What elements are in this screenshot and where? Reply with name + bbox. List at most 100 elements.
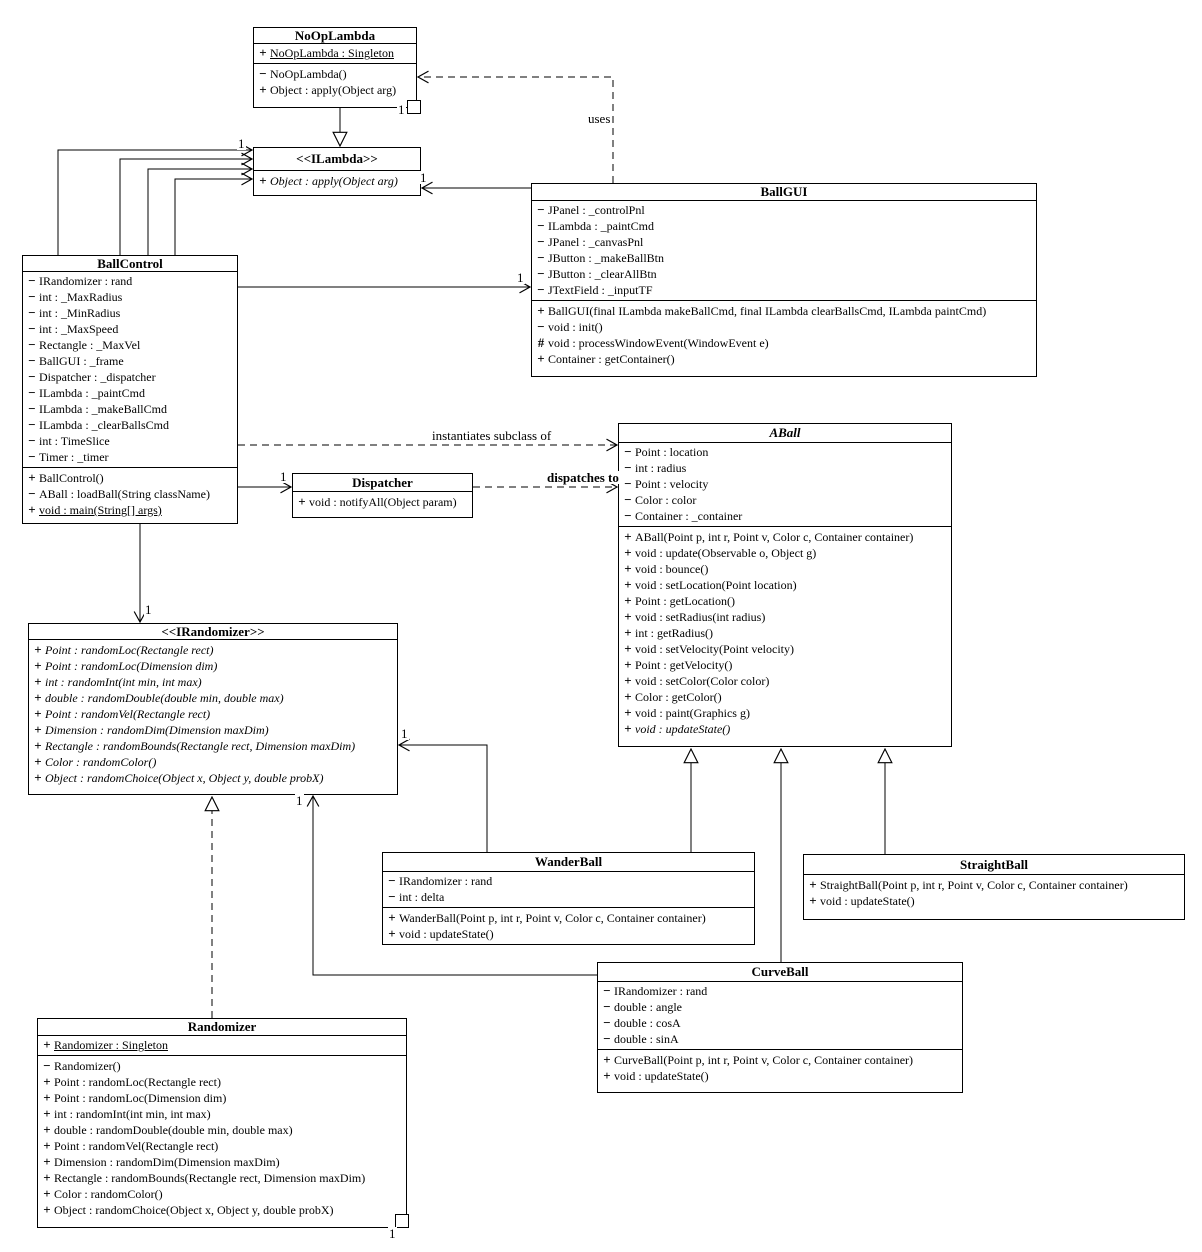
visibility-marker: − (28, 305, 36, 320)
visibility-marker: + (34, 770, 42, 785)
method-row: +void : setVelocity(Point velocity) (619, 641, 951, 657)
method-row: −ABall : loadBall(String className) (23, 486, 237, 502)
field-row: −double : angle (598, 999, 962, 1015)
member-text: Timer : _timer (39, 450, 109, 464)
member-text: void : updateState() (820, 894, 915, 908)
visibility-marker: + (259, 173, 267, 188)
member-text: Container : getContainer() (548, 352, 675, 366)
member-text: double : sinA (614, 1032, 679, 1046)
member-text: Object : apply(Object arg) (270, 83, 397, 97)
label-dispatches-to: dispatches to (546, 470, 620, 485)
member-text: int : _MaxSpeed (39, 322, 119, 336)
method-row: −Randomizer() (38, 1058, 406, 1074)
class-title: <<IRandomizer>> (29, 624, 397, 640)
methods-compartment: +Object : apply(Object arg) (254, 171, 420, 195)
method-row: +Dimension : randomDim(Dimension maxDim) (29, 722, 397, 738)
member-text: JTextField : _inputTF (548, 283, 653, 297)
member-text: IRandomizer : rand (39, 274, 133, 288)
method-row: +void : update(Observable o, Object g) (619, 545, 951, 561)
member-text: Object : apply(Object arg) (270, 174, 398, 188)
fields-compartment: −IRandomizer : rand−int : _MaxRadius−int… (23, 272, 237, 468)
fields-compartment: −JPanel : _controlPnl−ILambda : _paintCm… (532, 201, 1036, 301)
field-row: −double : sinA (598, 1031, 962, 1047)
visibility-marker: − (28, 417, 36, 432)
visibility-marker: + (34, 754, 42, 769)
method-row: +Dimension : randomDim(Dimension maxDim) (38, 1154, 406, 1170)
visibility-marker: + (34, 674, 42, 689)
edge-ballControl-to-iLambda-3 (147, 169, 252, 255)
member-text: int : _MinRadius (39, 306, 121, 320)
multiplicity-iRandomizer-right: 1 (400, 726, 409, 741)
methods-compartment: +StraightBall(Point p, int r, Point v, C… (804, 875, 1184, 919)
fields-compartment: −IRandomizer : rand−double : angle−doubl… (598, 982, 962, 1050)
member-text: Color : randomColor() (54, 1187, 163, 1201)
field-row: −Rectangle : _MaxVel (23, 337, 237, 353)
methods-compartment: −NoOpLambda()+Object : apply(Object arg) (254, 64, 416, 107)
method-row: +int : randomInt(int min, int max) (29, 674, 397, 690)
field-row: −JPanel : _canvasPnl (532, 234, 1036, 250)
member-text: int : getRadius() (635, 626, 713, 640)
member-text: Rectangle : randomBounds(Rectangle rect,… (45, 739, 356, 753)
visibility-marker: + (34, 722, 42, 737)
edge-wanderBall-to-iRandomizer (399, 745, 488, 852)
member-text: void : setColor(Color color) (635, 674, 770, 688)
multiplicity-dispatcher: 1 (279, 469, 288, 484)
field-row: −JTextField : _inputTF (532, 282, 1036, 298)
class-aBall: ABall−Point : location−int : radius−Poin… (618, 423, 952, 747)
member-text: Point : randomLoc(Dimension dim) (54, 1091, 227, 1105)
member-text: ABall : loadBall(String className) (39, 487, 210, 501)
member-text: NoOpLambda : Singleton (270, 46, 394, 60)
member-text: Point : velocity (635, 477, 709, 491)
method-row: +Point : randomLoc(Rectangle rect) (38, 1074, 406, 1090)
method-row: #void : processWindowEvent(WindowEvent e… (532, 335, 1036, 351)
method-row: +Object : randomChoice(Object x, Object … (38, 1202, 406, 1218)
field-row: −JPanel : _controlPnl (532, 202, 1036, 218)
field-row: −IRandomizer : rand (598, 983, 962, 999)
method-row: +Point : randomLoc(Dimension dim) (38, 1090, 406, 1106)
field-row: −JButton : _clearAllBtn (532, 266, 1036, 282)
visibility-marker: + (624, 657, 632, 672)
visibility-marker: + (388, 910, 396, 925)
visibility-marker: − (537, 319, 545, 334)
member-text: int : _MaxRadius (39, 290, 123, 304)
method-row: +Point : randomVel(Rectangle rect) (38, 1138, 406, 1154)
member-text: Rectangle : randomBounds(Rectangle rect,… (54, 1171, 366, 1185)
class-ballControl: BallControl−IRandomizer : rand−int : _Ma… (22, 255, 238, 524)
visibility-marker: + (43, 1138, 51, 1153)
field-row: −double : cosA (598, 1015, 962, 1031)
class-title: <<ILambda>> (254, 148, 420, 171)
visibility-marker: + (624, 721, 632, 736)
class-title: CurveBall (598, 963, 962, 982)
label-instantiates-subclass-of: instantiates subclass of (431, 428, 553, 443)
method-row: +void : updateState() (619, 721, 951, 737)
class-title: BallGUI (532, 184, 1036, 201)
visibility-marker: + (34, 642, 42, 657)
visibility-marker: + (603, 1068, 611, 1083)
method-row: −NoOpLambda() (254, 66, 416, 82)
field-row: −int : _MaxRadius (23, 289, 237, 305)
visibility-marker: − (28, 401, 36, 416)
field-row: −int : delta (383, 889, 754, 905)
field-row: −int : TimeSlice (23, 433, 237, 449)
visibility-marker: + (624, 673, 632, 688)
member-text: void : notifyAll(Object param) (309, 495, 457, 509)
member-text: void : bounce() (635, 562, 709, 576)
visibility-marker: − (28, 486, 36, 501)
member-text: Point : randomLoc(Rectangle rect) (54, 1075, 221, 1089)
member-text: void : updateState() (635, 722, 731, 736)
member-text: StraightBall(Point p, int r, Point v, Co… (820, 878, 1128, 892)
class-title: ABall (619, 424, 951, 443)
visibility-marker: − (537, 282, 545, 297)
visibility-marker: − (28, 369, 36, 384)
method-row: +BallControl() (23, 470, 237, 486)
fields-compartment: +Randomizer : Singleton (38, 1036, 406, 1056)
method-row: +void : setLocation(Point location) (619, 577, 951, 593)
method-row: +Rectangle : randomBounds(Rectangle rect… (29, 738, 397, 754)
multiplicity-randomizer-singleton: 1 (388, 1226, 397, 1241)
multiplicity-iRandomizer-top: 1 (144, 602, 153, 617)
methods-compartment: +ABall(Point p, int r, Point v, Color c,… (619, 527, 951, 746)
visibility-marker: − (537, 218, 545, 233)
visibility-marker: + (43, 1090, 51, 1105)
method-row: +Color : randomColor() (38, 1186, 406, 1202)
